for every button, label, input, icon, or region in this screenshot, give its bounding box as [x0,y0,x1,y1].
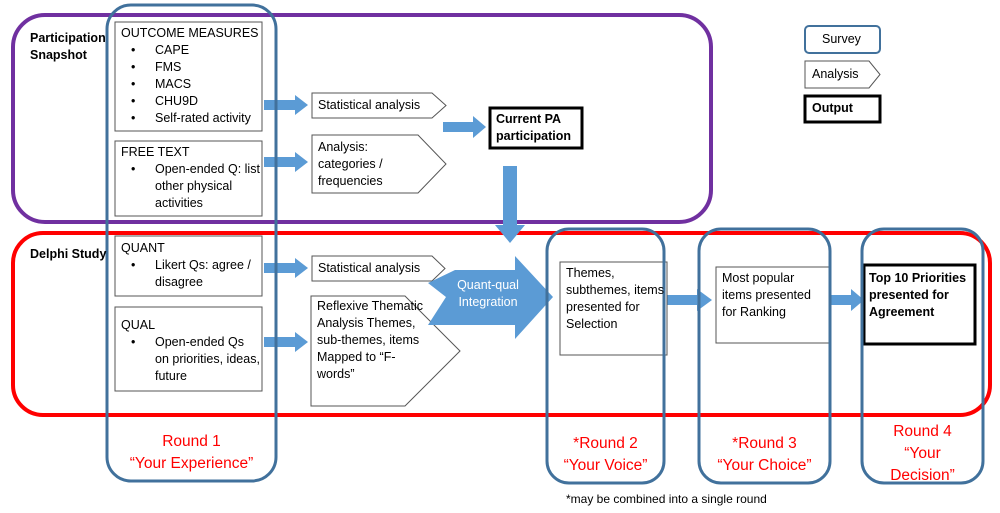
round4-label: Round 4 “Your Decision” [862,421,983,487]
quant: QUANT Likert Qs: agree / disagree [121,240,261,291]
top10-box [862,263,977,346]
popular-box [715,266,830,344]
round-label-line: “Your Experience” [129,455,254,472]
round-label-line: *Round 2 [573,435,638,452]
popular-text: Most popular items presented for Ranking [722,271,811,319]
legend-output: Output [812,101,853,115]
stat2-shape [311,255,446,282]
arrow-icon [264,95,308,115]
integration-label: Quant-qual Integration [448,277,528,311]
round3-label: *Round 3 “Your Choice” [694,433,835,477]
integration-arrow [428,256,553,339]
footnote: *may be combined into a single round [566,492,767,506]
outcome-item: CAPE [131,42,259,59]
qual-title: QUAL [121,318,156,332]
round-label-line: *Round 3 [732,435,797,452]
free-text: FREE TEXT Open-ended Q: list other physi… [121,144,261,212]
arrow-icon [443,116,486,138]
outcome-title: OUTCOME MEASURES [121,26,259,40]
snapshot-label: Participation Snapshot [30,31,106,62]
round-label-line: “Your [904,445,941,462]
outcome-item: Self-rated activity [131,110,259,127]
themes-text: Themes, subthemes, items presented for S… [566,266,664,331]
round3-column [697,227,832,485]
themes-box [559,261,668,356]
round4-column [860,227,985,485]
outcome-item: FMS [131,59,259,76]
outcome-item: CHU9D [131,93,259,110]
categories-text: Analysis: categories / frequencies [318,140,383,188]
free-text-item: Open-ended Q: list other physical activi… [131,161,261,212]
round2-label: *Round 2 “Your Voice” [540,433,671,477]
integration-line: Integration [458,295,518,309]
legend-survey-box [804,25,881,54]
round2-column [545,227,666,485]
qual-item: Open-ended Qs on priorities, ideas, futu… [131,334,261,385]
outcome-item: MACS [131,76,259,93]
arrow-icon [264,332,308,352]
qual: QUAL Open-ended Qs on priorities, ideas,… [121,317,261,385]
arrow-icon [665,289,712,311]
stat1-text: Statistical analysis [318,98,421,112]
stat2-text: Statistical analysis [318,261,421,275]
categories-shape [311,134,447,194]
arrow-icon [829,289,864,311]
current-pa-box [488,106,584,150]
reflexive-text: Reflexive Thematic Analysis Themes, sub-… [317,299,424,381]
top10-text: Top 10 Priorities presented for Agreemen… [869,271,967,319]
outcome-measures: OUTCOME MEASURES CAPE FMS MACS CHU9D Sel… [121,25,259,127]
free-text-title: FREE TEXT [121,145,190,159]
arrow-icon [264,258,308,278]
round-label-line: Round 1 [162,433,221,450]
snapshot-frame [11,13,713,224]
stat1-shape [311,92,447,119]
legend-survey: Survey [822,32,861,46]
delphi-frame [11,231,992,417]
arrow-down-icon [495,166,525,243]
quant-title: QUANT [121,241,165,255]
integration-line: Quant-qual [457,278,519,292]
quant-item: Likert Qs: agree / disagree [131,257,261,291]
round1-label: Round 1 “Your Experience” [107,431,276,475]
legend-analysis: Analysis [812,67,859,81]
delphi-label: Delphi Study [30,247,107,261]
round-label-line: “Your Choice” [717,457,812,474]
round-label-line: “Your Voice” [563,457,648,474]
legend-analysis-shape [804,60,881,89]
round-label-line: Decision” [890,467,955,484]
arrow-icon [264,152,308,172]
round-label-line: Round 4 [893,423,952,440]
round1-column [105,3,278,483]
current-pa-text: Current PA participation [496,112,572,143]
reflexive-shape [310,295,461,407]
legend-output-box [803,94,882,124]
